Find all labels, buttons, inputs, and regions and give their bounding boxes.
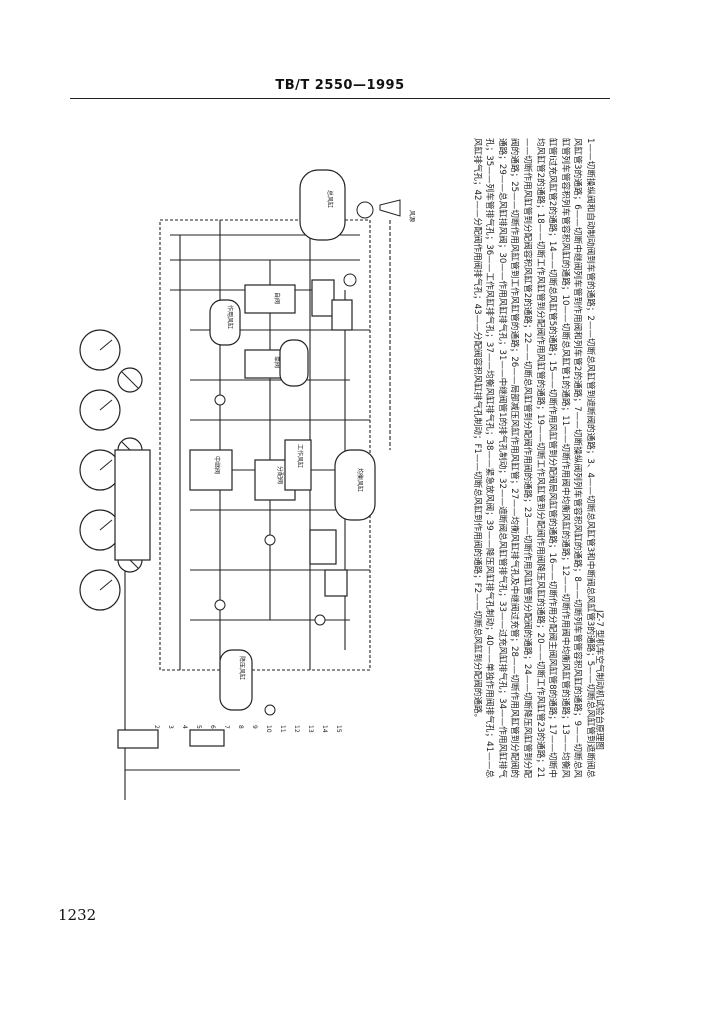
label-independent-valve: 单阀: [273, 356, 281, 368]
brake-cylinder-tank: [209, 299, 241, 346]
label-vent: 风源: [408, 210, 416, 222]
figure-legend: 1——切断操纵阀和自动制动阀到车管的通路；2——切断总风缸管到遮断阀的通路；3、…: [446, 138, 596, 778]
working-reservoir-box: [284, 439, 312, 491]
pipe-number-6: 6: [209, 725, 216, 729]
label-equalizing: 均衡风缸: [356, 468, 364, 492]
legend-text: 1——切断操纵阀和自动制动阀到车管的通路；2——切断总风缸管到遮断阀的通路；3、…: [471, 138, 595, 778]
label-brake-valve: 自阀: [273, 292, 281, 304]
pipe-number-3: 3: [167, 725, 174, 729]
reducing-tank: [219, 649, 253, 711]
pipe-number-12: 12: [293, 725, 300, 733]
brake-valve-box: [244, 284, 296, 314]
pipe-number-8: 8: [237, 725, 244, 729]
pipe-number-2: 2: [153, 725, 160, 729]
label-relay-valve: 中继阀: [213, 456, 221, 474]
header-rule: [70, 98, 610, 99]
pipe-manifold-box: [114, 449, 151, 561]
main-reservoir-tank: [299, 169, 346, 241]
pipe-number-13: 13: [307, 725, 314, 733]
label-distributing-valve: 分配阀: [276, 466, 284, 484]
pipe-number-labels: 2 3 4 5 6 7 8 9 10 11 12 13 14 15: [153, 725, 342, 733]
pipe-number-14: 14: [321, 725, 328, 733]
pipe-number-5: 5: [195, 725, 202, 729]
label-main-reservoir: 总风缸: [326, 190, 334, 208]
pipe-number-9: 9: [251, 725, 258, 729]
relay-valve-box: [189, 449, 233, 491]
pipe-number-7: 7: [223, 725, 230, 729]
pneumatic-schematic-diagram: 总风缸 均衡风缸 自阀 单阀 中继阀 分配阀 工作风缸 作用风缸 降压风缸 风源…: [79, 169, 416, 800]
equalizing-reservoir-tank: [334, 449, 376, 521]
label-working-reservoir: 工作风缸: [296, 444, 304, 468]
pipe-number-10: 10: [265, 725, 272, 733]
pipe-number-4: 4: [181, 725, 188, 729]
page-header: TB/T 2550—1995: [275, 78, 405, 93]
pipe-number-15: 15: [335, 725, 342, 733]
label-reducing: 降压风缸: [238, 656, 246, 680]
working-tank: [279, 339, 309, 387]
pipe-number-11: 11: [279, 725, 286, 733]
page-number: 1232: [58, 906, 97, 924]
label-brake-cylinder: 作用风缸: [226, 305, 234, 329]
figure-caption: JZ-7 型机车空气制动机试验台原理图: [594, 610, 604, 750]
